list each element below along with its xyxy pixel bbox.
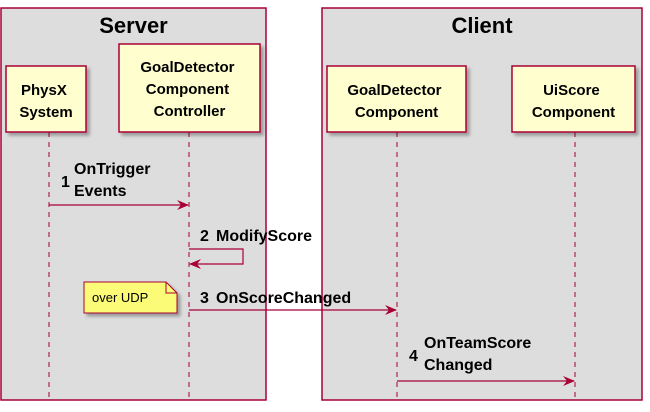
participant-controller-line-2: Component [146,81,229,98]
participant-uiscore-line-1: UiScore [543,82,600,99]
message-4: 4 OnTeamScore Changed [397,335,575,386]
message-4-label: OnTeamScore Changed [424,335,536,374]
message-3: 3 OnScoreChanged [189,290,397,315]
svg-text:GoalDetector Component: GoalDetector Component Controller [140,59,238,120]
note-over-udp: over UDP [83,281,178,314]
svg-text:PhysX System: PhysX System [19,82,72,121]
message-2-line-1: ModifyScore [216,228,312,245]
message-1-line-2: Events [74,183,127,200]
svg-text:UiScore Component: UiScore Component [532,82,615,121]
client-box-title: Client [451,13,513,38]
svg-text:GoalDetector Component: GoalDetector Component [347,82,445,121]
participant-physx-line-1: PhysX [21,82,67,99]
message-2-number: 2 [200,228,209,245]
participant-controller-line-1: GoalDetector [140,59,234,76]
message-1-label: OnTrigger Events [74,161,155,200]
participant-uiscore-line-2: Component [532,104,615,121]
participant-uiscore: UiScore Component [511,65,636,133]
message-3-number: 3 [200,290,209,307]
message-2: 2 ModifyScore [189,228,312,269]
participant-detector-line-2: Component [355,104,438,121]
message-3-label: 3 OnScoreChanged [200,290,351,307]
message-1-number: 1 [61,174,70,191]
participant-controller-line-3: Controller [154,103,226,120]
message-2-label: 2 ModifyScore [200,228,312,245]
note-text: over UDP [92,290,148,305]
participant-detector: GoalDetector Component [326,65,467,133]
server-box-title: Server [99,13,168,38]
message-4-line-1: OnTeamScore [424,335,531,352]
participant-detector-line-1: GoalDetector [347,82,441,99]
message-4-number: 4 [409,348,418,365]
message-1-line-1: OnTrigger [74,161,150,178]
message-1: 1 OnTrigger Events [49,161,189,210]
message-2-arrow [189,248,244,269]
participant-controller: GoalDetector Component Controller [118,43,261,133]
participant-physx: PhysX System [5,65,87,133]
participant-physx-line-2: System [19,104,72,121]
message-3-line-1: OnScoreChanged [216,290,351,307]
message-4-line-2: Changed [424,357,492,374]
